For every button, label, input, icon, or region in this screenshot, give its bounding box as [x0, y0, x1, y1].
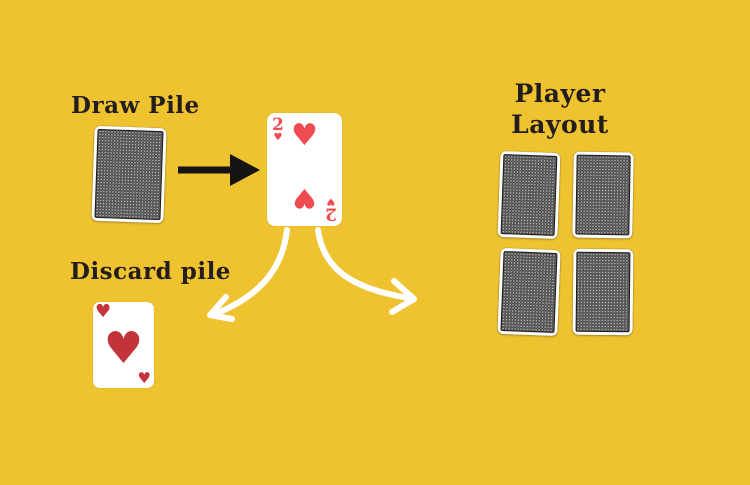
heart-center-icon: ♥	[103, 323, 144, 374]
player-layout-label-line2: Layout	[511, 110, 609, 140]
card-back-pattern	[94, 128, 164, 221]
heart-suit-icon: ♥	[273, 131, 283, 143]
player-card-1[interactable]	[497, 150, 561, 240]
player-card-grid	[497, 150, 634, 337]
card-back-pattern	[575, 251, 631, 333]
player-layout-label-line1: Player	[514, 79, 606, 108]
card-back-pattern	[500, 250, 558, 334]
rank-label: 2	[325, 204, 337, 224]
drawn-card-two-of-hearts[interactable]: 2 ♥ ♥ ♥ 2 ♥	[267, 113, 342, 226]
card-back-pattern	[500, 154, 558, 236]
draw-pile-label: Draw Pile	[71, 92, 200, 119]
player-card-2[interactable]	[572, 151, 634, 239]
heart-corner-bottom-right-icon: ♥	[137, 369, 151, 387]
deal-arrows-icon	[207, 227, 417, 322]
rank-label: 2	[272, 115, 284, 135]
player-card-4[interactable]	[572, 248, 634, 336]
player-layout-label: Player Layout	[492, 78, 628, 141]
heart-pip-top-icon: ♥	[291, 118, 318, 153]
card-corner-bottom-right: 2 ♥	[325, 196, 337, 224]
draw-arrow-icon	[178, 154, 260, 186]
discard-pile-card[interactable]: ♥ ♥ ♥	[93, 302, 154, 388]
heart-corner-top-left-icon: ♥	[95, 301, 112, 322]
draw-pile-card[interactable]	[91, 125, 167, 224]
heart-suit-icon: ♥	[326, 196, 336, 208]
discard-pile-label: Discard pile	[70, 258, 231, 285]
card-back-pattern	[575, 154, 631, 236]
player-card-3[interactable]	[497, 247, 561, 337]
card-corner-top-left: 2 ♥	[272, 115, 284, 143]
